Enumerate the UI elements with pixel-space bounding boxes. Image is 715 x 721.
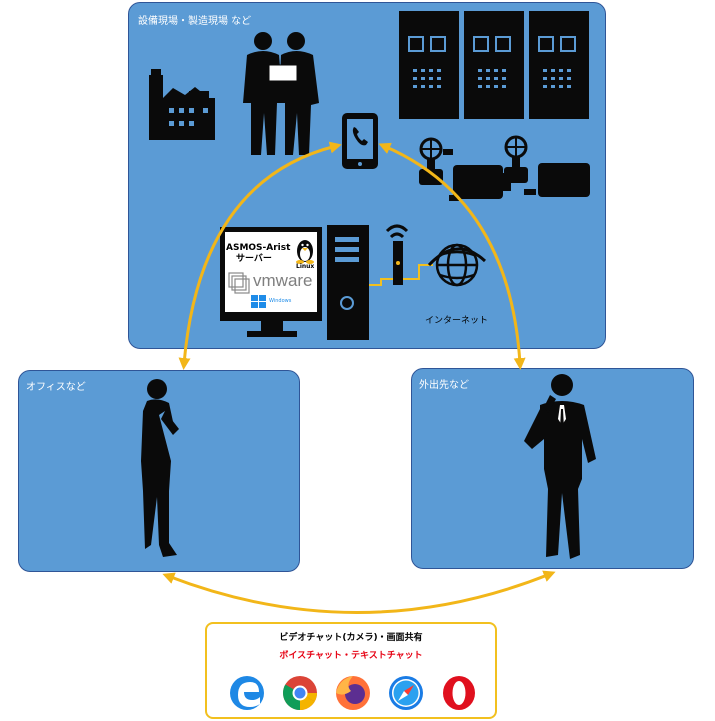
workers-icon bbox=[243, 32, 319, 155]
firefox-icon bbox=[336, 676, 370, 710]
smartphone-icon bbox=[342, 113, 378, 169]
safari-icon bbox=[389, 676, 423, 710]
outside-panel-label: 外出先など bbox=[419, 380, 469, 391]
chrome-icon bbox=[283, 676, 317, 710]
office-panel: オフィスなど bbox=[18, 370, 300, 572]
arrow-site-outside bbox=[378, 142, 526, 370]
arrow-site-office bbox=[178, 141, 342, 370]
control-cabinets-icon bbox=[399, 11, 589, 119]
communication-features-box: ビデオチャット(カメラ)・画面共有 ボイスチャット・テキストチャット bbox=[205, 622, 497, 719]
factory-icon bbox=[149, 69, 215, 140]
site-panel-label: 設備現場・製造現場 など bbox=[138, 16, 252, 27]
office-panel-label: オフィスなど bbox=[26, 382, 86, 393]
opera-icon bbox=[443, 676, 475, 710]
office-person-icon bbox=[141, 379, 179, 557]
edge-icon bbox=[230, 676, 264, 710]
browser-icons bbox=[230, 676, 475, 710]
businessman-icon bbox=[524, 374, 596, 559]
outside-panel: 外出先など bbox=[411, 368, 694, 569]
arrow-office-outside bbox=[162, 570, 556, 614]
voice-text-chat-label: ボイスチャット・テキストチャット bbox=[279, 651, 423, 661]
video-chat-label: ビデオチャット(カメラ)・画面共有 bbox=[279, 633, 423, 643]
